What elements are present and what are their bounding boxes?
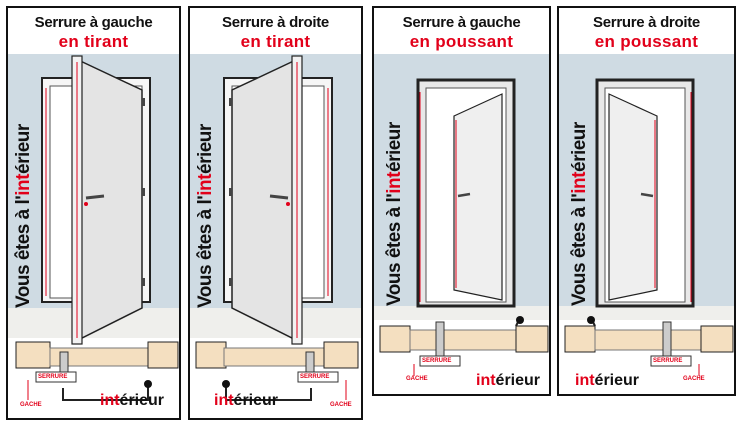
floor bbox=[374, 306, 549, 320]
panel-subtitle: en poussant bbox=[409, 32, 514, 51]
label-gache: GACHE bbox=[330, 402, 352, 408]
label-serrure: SERRURE bbox=[422, 358, 452, 364]
door-drawing bbox=[564, 78, 734, 376]
panel-title: Serrure à gauche bbox=[402, 14, 521, 31]
label-serrure: SERRURE bbox=[653, 358, 683, 364]
label-gache: GACHE bbox=[20, 402, 42, 408]
panel-right-pull: Serrure à droite en tirant Vous êtes à l… bbox=[188, 6, 363, 420]
panel-header: Serrure à droite en tirant bbox=[190, 8, 361, 54]
panel-header: Serrure à gauche en poussant bbox=[374, 8, 549, 54]
panel-subtitle: en poussant bbox=[594, 32, 699, 51]
panel-subtitle: en tirant bbox=[58, 32, 129, 51]
interior-label: intérieur bbox=[575, 372, 640, 389]
label-gache: GACHE bbox=[406, 376, 428, 382]
panel-right-push: Serrure à droite en poussant Vous êtes à… bbox=[557, 6, 736, 396]
label-serrure: SERRURE bbox=[38, 374, 68, 380]
door-drawing bbox=[195, 55, 359, 401]
label-serrure: SERRURE bbox=[300, 374, 330, 380]
door-drawing bbox=[15, 55, 179, 401]
panel-title: Serrure à droite bbox=[593, 14, 700, 31]
panel-left-pull: Serrure à gauche en tirant Vous êtes à l… bbox=[6, 6, 181, 420]
floor bbox=[559, 306, 734, 320]
panel-header: Serrure à droite en poussant bbox=[559, 8, 734, 54]
door-drawing bbox=[379, 78, 549, 376]
panel-header: Serrure à gauche en tirant bbox=[8, 8, 179, 54]
panel-title: Serrure à droite bbox=[222, 14, 329, 31]
panel-left-push: Serrure à gauche en poussant Vous êtes à… bbox=[372, 6, 551, 396]
interior-label: intérieur bbox=[476, 372, 541, 389]
panel-title: Serrure à gauche bbox=[34, 14, 153, 31]
interior-label: intérieur bbox=[214, 392, 279, 409]
panel-subtitle: en tirant bbox=[240, 32, 311, 51]
label-gache: GACHE bbox=[683, 376, 705, 382]
interior-label: intérieur bbox=[100, 392, 165, 409]
